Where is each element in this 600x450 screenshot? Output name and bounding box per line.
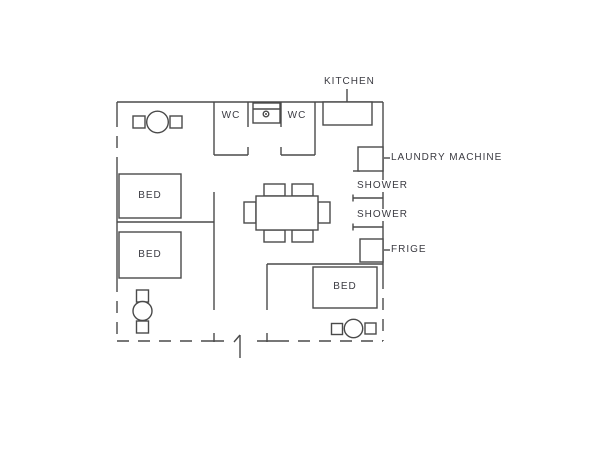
laundry-label: LAUNDRY MACHINE [391, 152, 503, 163]
wc-sink-faucet-dot [265, 113, 267, 115]
vanity-tl-square-left-icon [132, 115, 146, 129]
chair-left-icon [243, 201, 257, 224]
kitchen-label: KITCHEN [324, 76, 375, 87]
chair-right-icon [317, 201, 331, 224]
dining-table-icon [255, 195, 319, 231]
frige-label: FRIGE [391, 244, 427, 255]
chair-top-left-icon [263, 183, 286, 197]
frige-icon [359, 238, 384, 263]
shower-bottom-label: SHOWER [355, 209, 410, 221]
bed-top-left-label: BED [138, 190, 162, 201]
door-leaf-tick [233, 334, 241, 343]
bed-bottom-left-label: BED [138, 249, 162, 260]
vanity-bl-square-top-icon [135, 289, 150, 303]
bed-living-label: BED [333, 281, 357, 292]
vanity-br-square-right-icon [364, 322, 377, 335]
chair-bottom-left-icon [263, 229, 286, 243]
vanity-tl-basin-icon [145, 110, 169, 134]
chair-bottom-right-icon [291, 229, 314, 243]
shower-top-label: SHOWER [355, 180, 410, 192]
bed-bottom-left-icon [118, 231, 182, 279]
vanity-bl-square-bottom-icon [135, 320, 150, 334]
wc-right-label: WC [287, 110, 307, 121]
chair-top-right-icon [291, 183, 314, 197]
laundry-machine-icon [357, 146, 384, 172]
vanity-tl-square-right-icon [169, 115, 183, 129]
bed-living-icon [312, 266, 378, 309]
vanity-br-square-left-icon [330, 322, 344, 336]
bed-top-left-icon [118, 173, 182, 219]
wc-left-label: WC [221, 110, 241, 121]
kitchen-counter-icon [322, 101, 373, 126]
vanity-bl-basin-icon [132, 300, 153, 322]
vanity-br-basin-icon [343, 318, 364, 339]
